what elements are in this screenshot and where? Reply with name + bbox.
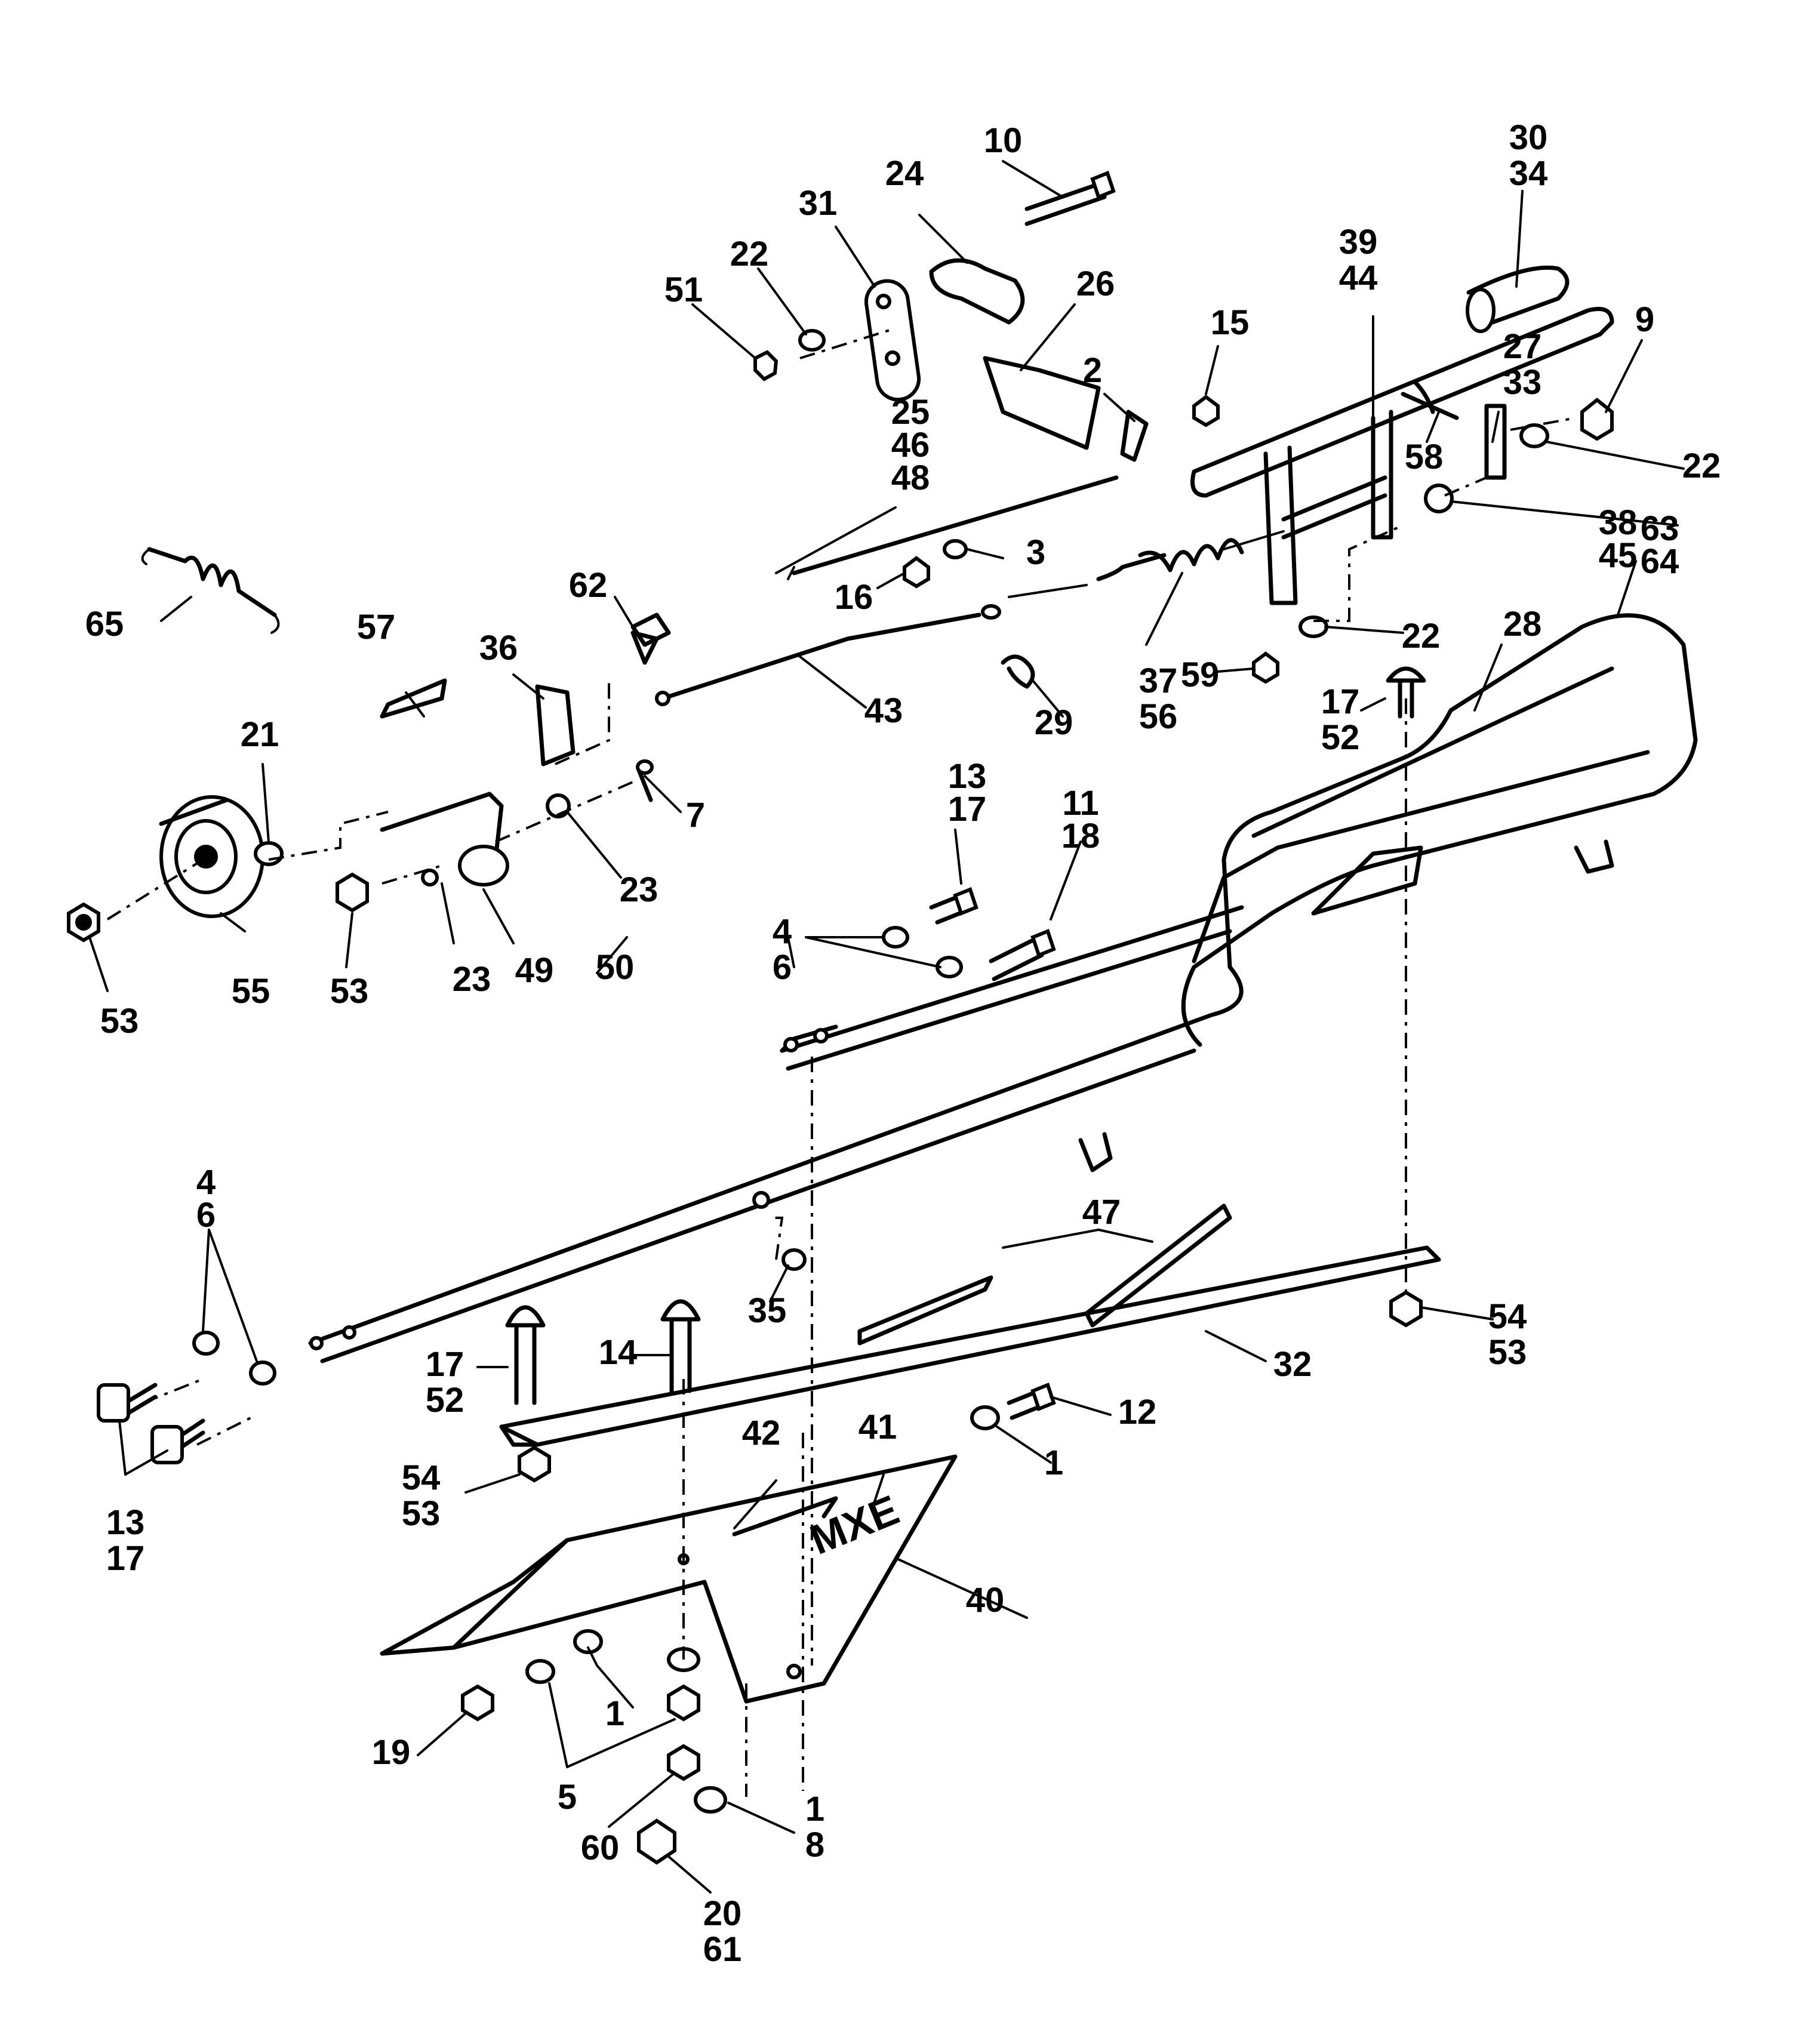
part-label: 65 — [85, 605, 124, 644]
part-label: 23 — [620, 870, 659, 909]
part-label: 13 — [948, 757, 987, 796]
part-label: 29 — [1035, 703, 1073, 742]
part-label: 17 — [426, 1345, 464, 1384]
part-label: 22 — [730, 235, 769, 273]
part-labels: 10 24 31 22 51 26 15 39 44 30 34 2 25 46… — [85, 118, 1721, 1969]
part-label: 63 — [1641, 509, 1679, 548]
part-label: 4 — [773, 912, 792, 951]
part-label: 37 — [1139, 661, 1178, 700]
upper-linkage-parts — [630, 171, 1614, 689]
part-label: 1 — [1044, 1443, 1063, 1482]
part-label: 36 — [479, 629, 518, 667]
part-label: 35 — [748, 1291, 787, 1330]
part-label: 14 — [599, 1333, 638, 1372]
part-label: 27 — [1503, 327, 1542, 366]
part-label: 49 — [515, 951, 554, 990]
part-label: 11 — [1062, 784, 1098, 823]
part-label: 59 — [1181, 655, 1220, 694]
part-label: 6 — [773, 948, 792, 987]
part-label: 4 — [196, 1163, 216, 1202]
part-label: 30 — [1509, 118, 1548, 157]
part-label: 54 — [1488, 1297, 1527, 1336]
logo-decal: MXE — [804, 1486, 905, 1563]
part-label: 17 — [106, 1539, 145, 1578]
part-label: 54 — [402, 1458, 441, 1497]
bottom-fasteners — [461, 1383, 1056, 1865]
part-label: 34 — [1509, 154, 1548, 193]
lower-link-bar — [499, 1203, 1441, 1483]
part-label: 57 — [357, 608, 396, 647]
part-label: 46 — [891, 426, 930, 464]
part-label: 1 — [805, 1790, 824, 1828]
part-label: 17 — [948, 790, 987, 829]
main-frame-tube — [308, 613, 1698, 1363]
control-cables — [655, 475, 1285, 706]
part-label: 22 — [1682, 447, 1721, 485]
part-label: 53 — [1488, 1333, 1527, 1372]
part-label: 44 — [1339, 258, 1378, 297]
part-label: 61 — [703, 1930, 742, 1969]
part-label: 31 — [799, 184, 838, 223]
part-label: 15 — [1211, 303, 1250, 342]
part-label: 41 — [859, 1408, 897, 1446]
part-label: 52 — [426, 1381, 464, 1420]
part-label: 53 — [100, 1002, 139, 1041]
part-label: 1 — [605, 1694, 624, 1733]
assembly-lines — [106, 327, 1577, 1797]
part-label: 9 — [1635, 300, 1654, 339]
part-label: 60 — [581, 1828, 620, 1867]
part-label: 53 — [330, 972, 369, 1011]
part-label: 16 — [835, 578, 873, 617]
bolt-parts — [882, 666, 1426, 981]
part-label: 32 — [1273, 1345, 1312, 1384]
part-label: 64 — [1641, 542, 1679, 581]
part-label: 3 — [1026, 533, 1045, 572]
part-label: 42 — [742, 1414, 781, 1452]
part-label: 8 — [805, 1826, 824, 1864]
part-label: 50 — [596, 948, 635, 987]
part-label: 19 — [372, 1733, 411, 1772]
part-label: 25 — [891, 393, 930, 432]
part-label: 39 — [1339, 223, 1378, 261]
part-label: 5 — [558, 1778, 577, 1817]
part-label: 47 — [1082, 1193, 1121, 1232]
part-label: 43 — [864, 691, 903, 730]
part-label: 51 — [664, 270, 703, 309]
part-label: 7 — [686, 796, 705, 835]
spring-parts — [141, 380, 1459, 634]
part-label: 6 — [196, 1196, 216, 1235]
leader-lines — [88, 160, 1685, 1894]
part-label: 2 — [1083, 351, 1102, 390]
part-label: 55 — [232, 972, 270, 1011]
part-label: 18 — [1061, 817, 1100, 855]
part-label: 58 — [1405, 438, 1444, 476]
part-label: 26 — [1076, 264, 1115, 303]
part-label: 22 — [1402, 617, 1441, 655]
idler-pulley-assembly — [67, 630, 659, 943]
part-label: 38 — [1599, 503, 1638, 542]
part-label: 33 — [1503, 363, 1542, 402]
part-label: 24 — [885, 154, 924, 193]
part-label: 23 — [453, 960, 491, 999]
part-label: 28 — [1503, 605, 1542, 644]
part-label: 10 — [984, 121, 1023, 160]
part-label: 53 — [402, 1494, 441, 1533]
part-label: 56 — [1139, 697, 1178, 736]
part-label: 62 — [569, 566, 608, 605]
part-label: 20 — [703, 1894, 742, 1933]
part-label: 52 — [1321, 718, 1360, 757]
part-label: 17 — [1321, 682, 1360, 721]
part-label: 48 — [891, 458, 930, 497]
part-label: 21 — [241, 715, 279, 754]
upper-handle-bar — [1190, 265, 1614, 605]
part-label: 12 — [1118, 1393, 1157, 1432]
part-label: 40 — [966, 1581, 1005, 1620]
part-label: 13 — [106, 1503, 145, 1542]
carriage-bolts — [505, 1299, 701, 1405]
part-label: 45 — [1599, 536, 1638, 575]
